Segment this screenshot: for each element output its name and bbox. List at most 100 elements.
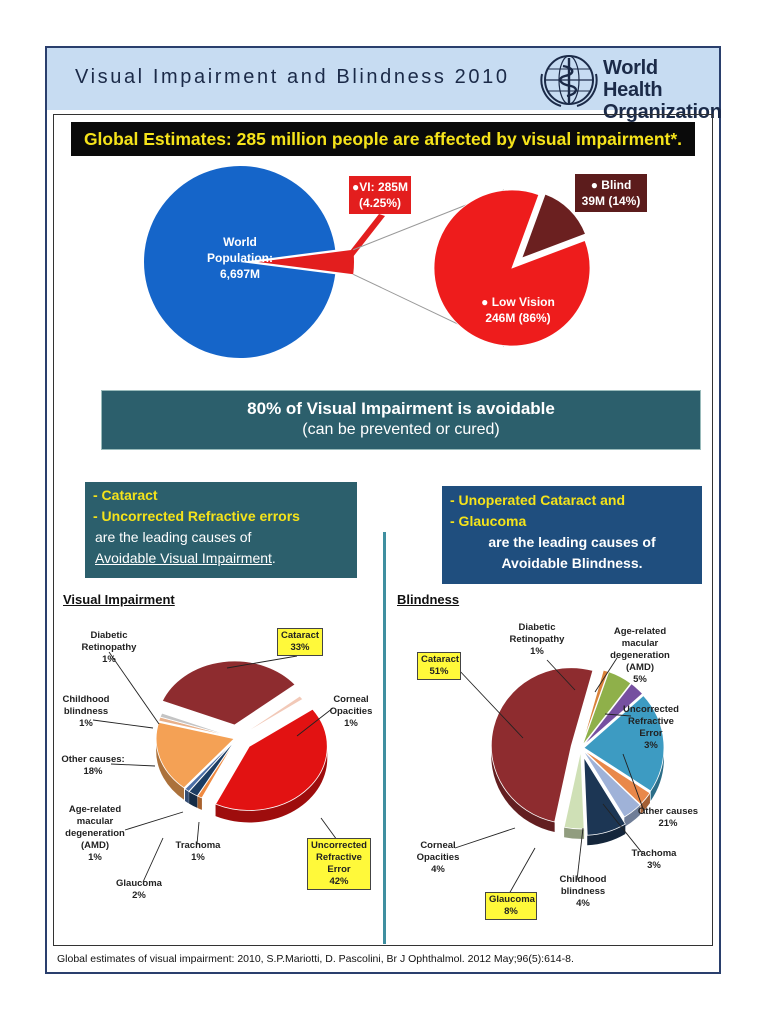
vi-label-text: blindness — [63, 706, 109, 717]
vi-label-text: 18% — [83, 766, 103, 777]
leader-line — [320, 817, 338, 841]
world-label-line: 6,697M — [219, 267, 261, 281]
page-title: Visual Impairment and Blindness 2010 — [75, 66, 510, 88]
vi-pointer — [343, 214, 385, 262]
vi-callout: ●VI: 285M (4.25%) — [349, 176, 411, 214]
bl-label-text: Childhood — [559, 874, 607, 885]
global-estimates-banner: Global Estimates: 285 million people are… — [71, 122, 695, 156]
bl-pie-slice-cataract — [490, 667, 594, 823]
vi-cause-line: are the leading causes of — [95, 529, 252, 545]
who-logo-line1: World Health — [603, 57, 663, 101]
vi-pie-slice-corneal-opacities — [239, 695, 304, 737]
vi-pie-side-uncorrected-refractive-error — [215, 746, 328, 823]
who-logo-line2: Organization — [603, 101, 722, 123]
bl-pie-slice-corneal-opacities — [563, 750, 585, 830]
vi-label-text: Childhood — [62, 694, 110, 705]
avoidable-banner: 80% of Visual Impairment is avoidable (c… — [101, 390, 701, 450]
world-label-line: World — [223, 235, 257, 249]
visual-impairment-pie-chart — [155, 660, 328, 823]
content-frame — [53, 114, 713, 946]
leader-line — [576, 827, 584, 881]
vi-pie-side-other-causes — [156, 738, 185, 800]
blindness-section-title: Blindness — [397, 592, 460, 607]
low-vision-label-line: ● Low Vision — [481, 295, 555, 309]
bl-cause-line: are the leading causes of — [488, 534, 656, 550]
vi-label-text: Error — [327, 864, 351, 875]
vi-pie-side-glaucoma — [189, 791, 198, 808]
bl-label-text: Trachoma — [631, 848, 677, 859]
vi-causes-box: - Cataract - Uncorrected Refractive erro… — [85, 482, 357, 578]
avoidable-main-text: 80% of Visual Impairment is avoidable — [247, 399, 555, 418]
vi-label-text: (AMD) — [81, 840, 109, 851]
infographic-sheet: Visual Impairment and Blindness 2010 Wor… — [45, 46, 722, 974]
leader-line — [92, 719, 154, 729]
vi-pie-slice-other-causes — [155, 721, 235, 789]
leader-line — [546, 659, 576, 691]
vi-label-text: Refractive — [316, 852, 362, 863]
bl-pie-slice-glaucoma — [583, 755, 626, 836]
leader-line — [456, 667, 524, 739]
population-pie-charts — [144, 166, 591, 359]
bl-label-text: Corneal — [420, 840, 456, 851]
vi-label-text: macular — [76, 816, 114, 827]
label-leader-lines — [92, 651, 646, 895]
vi-label-text: Other causes: — [61, 754, 125, 765]
world-population-label: World Population: 6,697M — [195, 234, 285, 282]
bl-label-text: Cataract — [421, 654, 460, 665]
bl-pie-slice-trachoma — [583, 749, 651, 805]
vi-label-text: Glaucoma — [116, 878, 162, 889]
vi-label-text: Cataract — [281, 630, 320, 641]
vi-cause-line: - Uncorrected Refractive errors — [93, 508, 300, 524]
leader-line — [196, 821, 200, 845]
bl-label-text: Retinopathy — [509, 634, 565, 645]
bl-label-text: 51% — [429, 666, 449, 677]
bl-label-text: Other causes — [637, 806, 699, 817]
vi-cause-line-4: Avoidable Visual Impairment. — [85, 548, 357, 569]
vi-label-text: 42% — [329, 876, 349, 887]
vi-label-line: ●VI: 285M — [352, 180, 408, 194]
bl-pie-slice-other-causes — [583, 695, 665, 792]
bl-label-text: Error — [639, 728, 663, 739]
vi-label-line: (4.25%) — [358, 196, 402, 210]
world-population-slice — [144, 166, 336, 359]
bl-label-text: Glaucoma — [489, 894, 535, 905]
vi-label-text: 33% — [290, 642, 310, 653]
vi-line4-end: . — [271, 550, 276, 566]
section-divider — [383, 532, 386, 944]
bl-pie-slice-childhood-blindness — [582, 750, 641, 818]
leader-line — [594, 657, 618, 693]
bl-pie-side2-corneal-opacities — [564, 827, 585, 839]
bl-label-text: 4% — [576, 898, 590, 909]
bl-pie-side2-glaucoma — [587, 824, 626, 846]
vi-pie-slice-age-related-macular-degeneration-amd — [184, 739, 236, 792]
leader-line — [226, 655, 298, 669]
vi-label-text: Retinopathy — [81, 642, 137, 653]
bl-label-text: 3% — [644, 740, 658, 751]
vi-label-text: Diabetic — [90, 630, 128, 641]
bl-pie-side2-other-causes — [650, 747, 664, 801]
blind-label-line: ● Blind — [590, 178, 632, 192]
avoidable-vi-link: Avoidable Visual Impairment — [95, 550, 272, 566]
bl-label-text: 8% — [504, 906, 518, 917]
leader-line — [508, 847, 536, 895]
leader-line — [604, 713, 632, 717]
bl-pie-side-cataract — [491, 745, 555, 832]
bl-label-text: Refractive — [628, 716, 674, 727]
vi-label-text: Opacities — [329, 706, 373, 717]
avoidable-sub-text: (can be prevented or cured) — [302, 421, 500, 438]
world-label-line: Population: — [207, 251, 273, 265]
bl-label-text: blindness — [560, 886, 606, 897]
low-vision-label-line: 246M (86%) — [485, 311, 551, 325]
bl-label-text: (AMD) — [626, 662, 654, 673]
leader-line — [110, 763, 156, 767]
vi-label-text: 1% — [191, 852, 205, 863]
